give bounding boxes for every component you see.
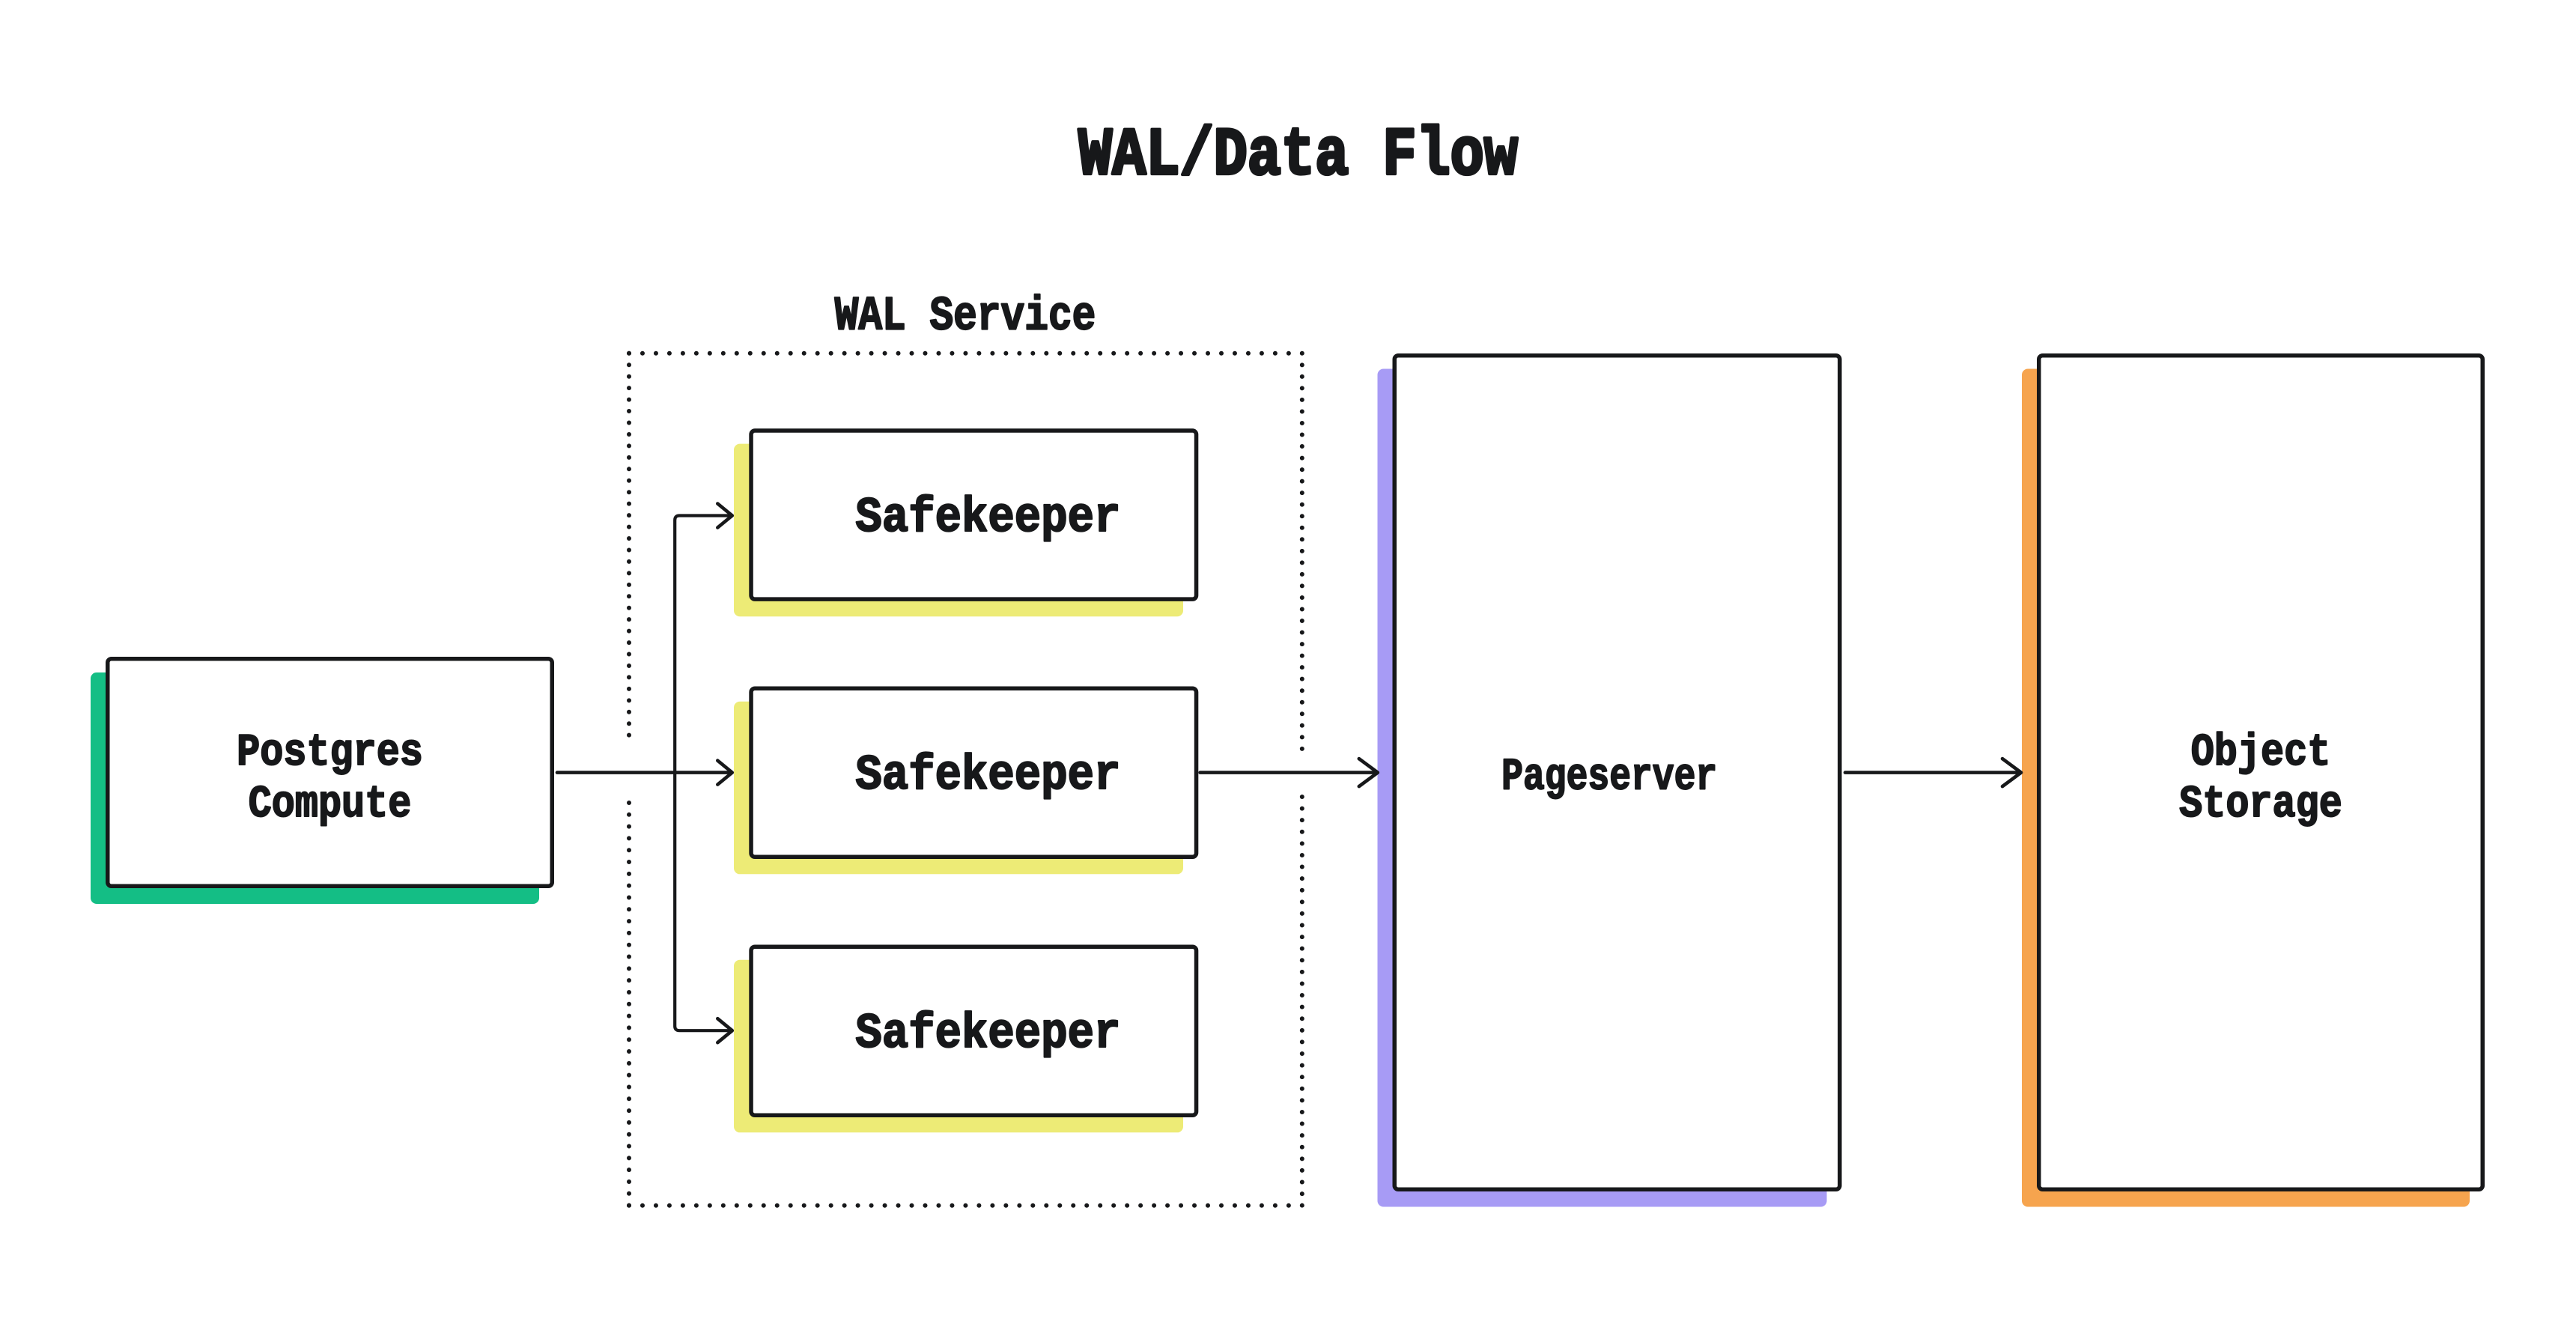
svg-text:Compute: Compute [249, 779, 412, 830]
svg-text:Safekeeper: Safekeeper [855, 747, 1120, 804]
svg-text:Pageserver: Pageserver [1501, 753, 1717, 803]
svg-text:Postgres: Postgres [237, 727, 423, 778]
svg-text:Safekeeper: Safekeeper [855, 1006, 1120, 1062]
svg-text:WAL Service: WAL Service [835, 289, 1096, 344]
svg-text:Object: Object [2191, 727, 2331, 778]
svg-text:WAL/Data Flow: WAL/Data Flow [1078, 118, 1518, 194]
svg-text:Safekeeper: Safekeeper [855, 490, 1120, 546]
svg-text:Storage: Storage [2179, 779, 2342, 830]
